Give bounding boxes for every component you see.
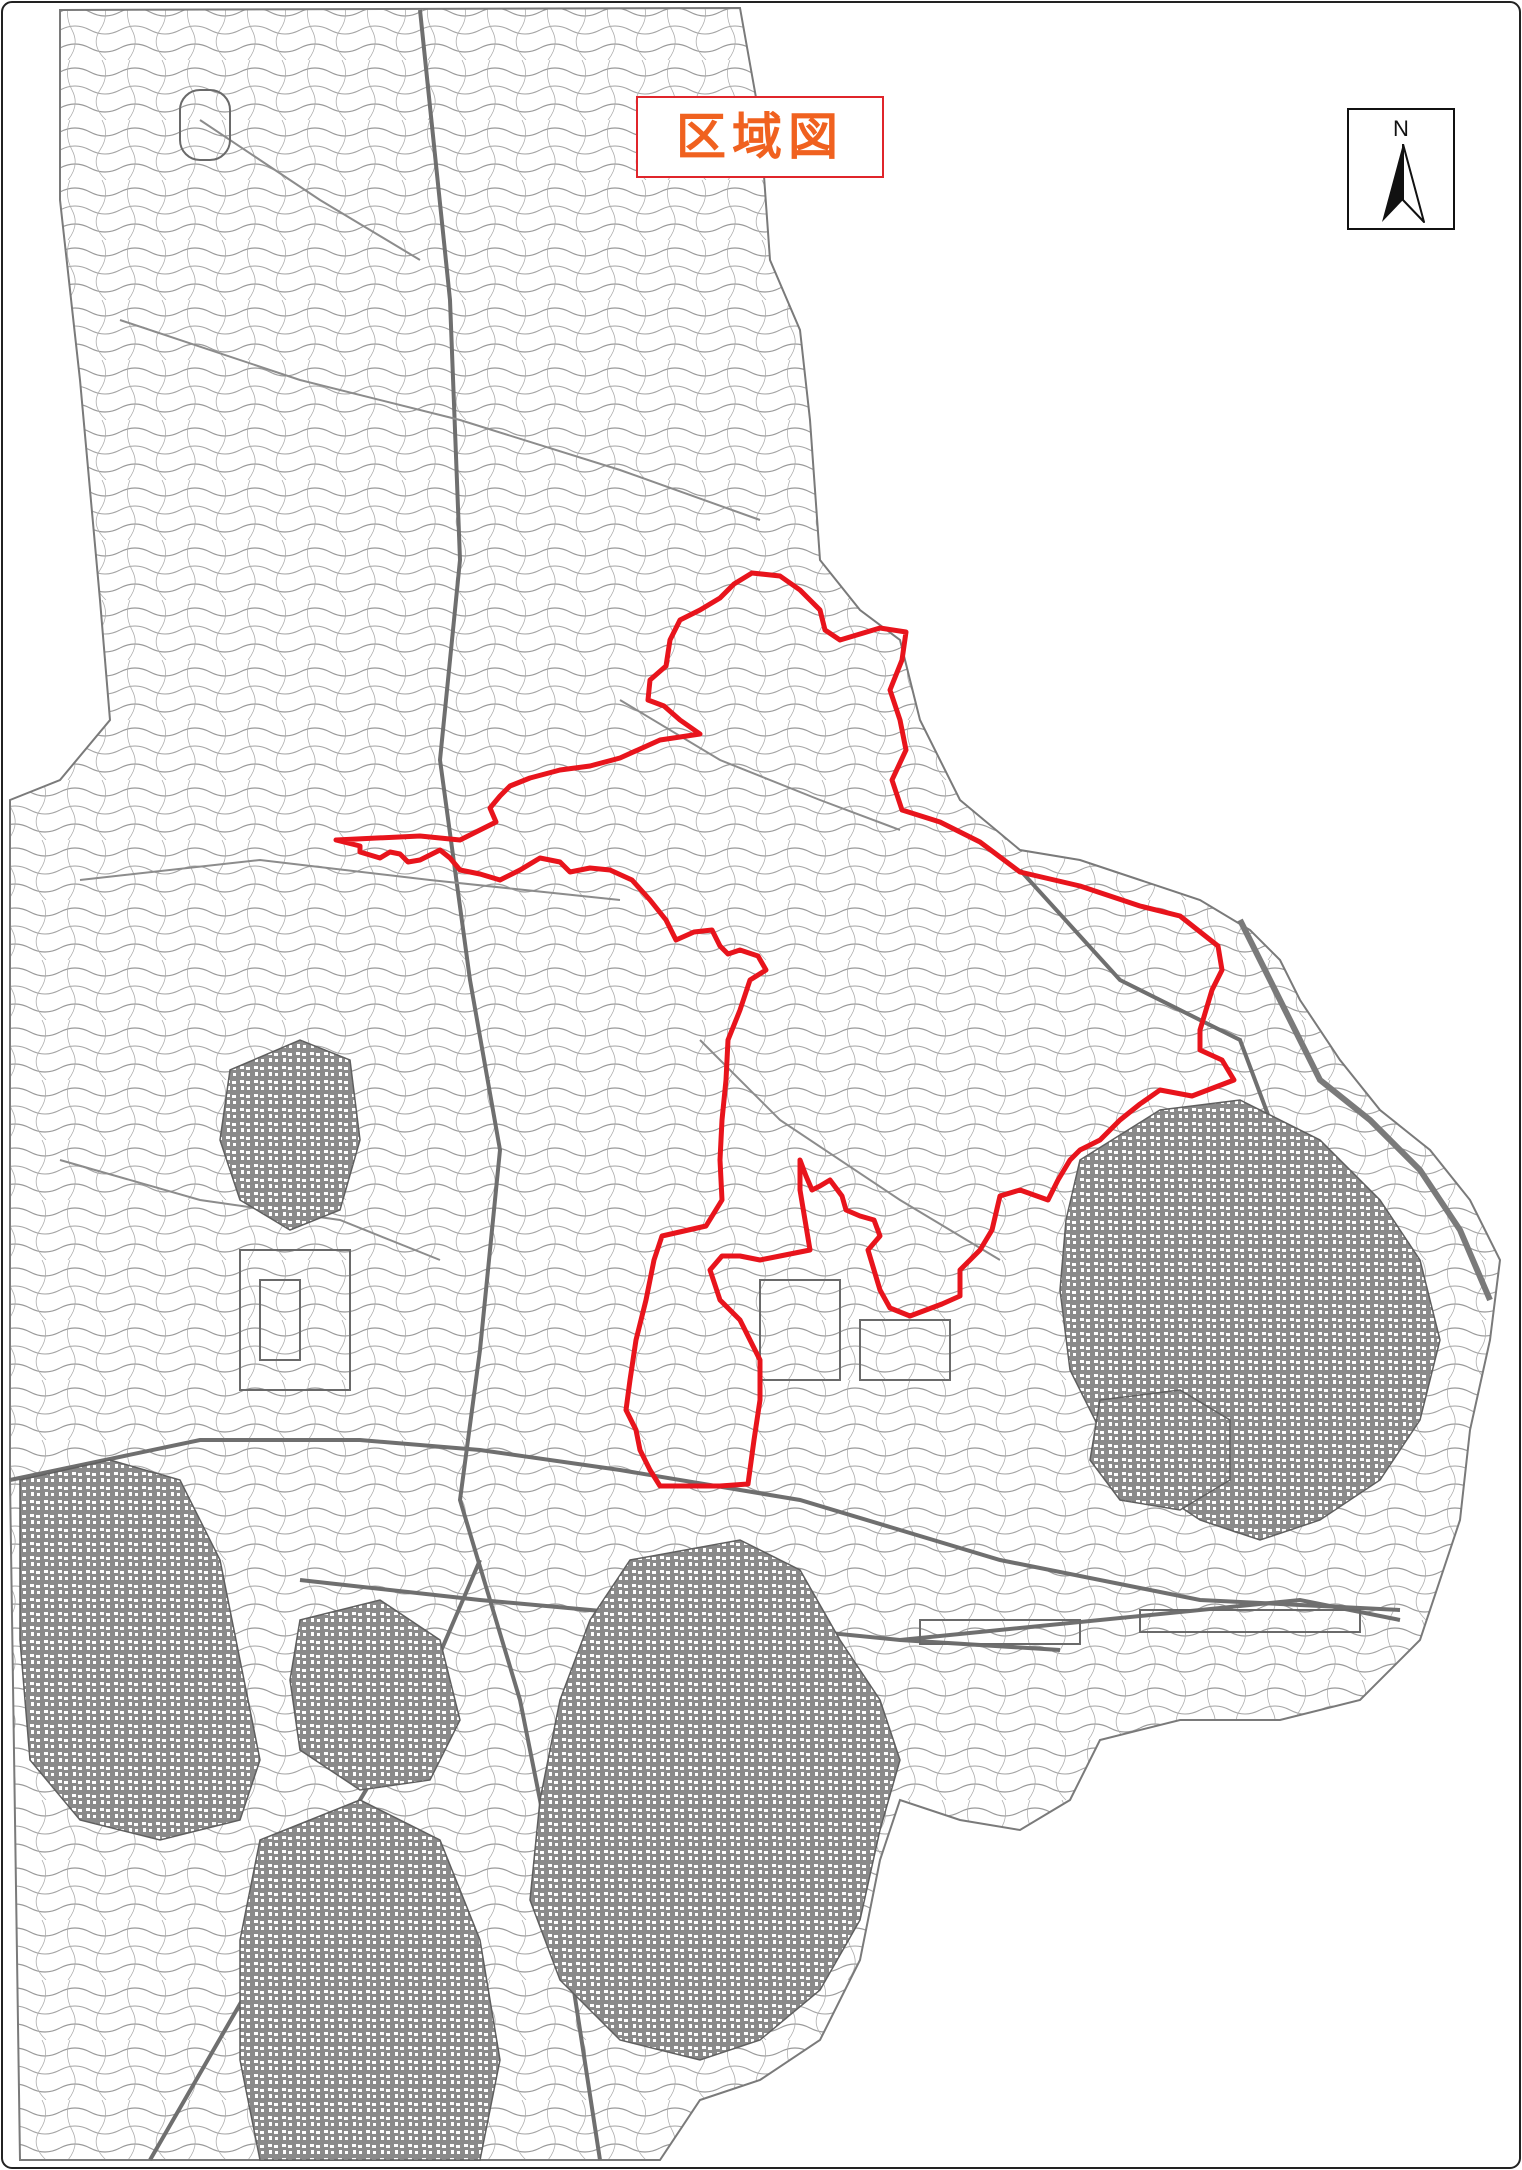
north-indicator: N (1347, 108, 1455, 230)
north-label: N (1393, 116, 1409, 141)
facilities (179, 89, 1361, 1645)
north-arrow-icon (1382, 144, 1425, 223)
urban-area-southwest (19, 1459, 261, 1841)
map-title-box: 区域図 (636, 96, 884, 178)
urban-area-west (219, 1039, 361, 1231)
urban-area-south-central (529, 1539, 901, 2061)
urban-area-mid-east (1089, 1389, 1231, 1511)
district-boundary (333, 570, 1237, 1489)
river (1237, 918, 1493, 1302)
urban-areas (19, 1039, 1441, 2161)
urban-area-lower-center (289, 1599, 461, 1791)
urban-area-south (239, 1799, 501, 2161)
map-title: 区域図 (676, 108, 844, 166)
minor-roads (59, 119, 1001, 1261)
